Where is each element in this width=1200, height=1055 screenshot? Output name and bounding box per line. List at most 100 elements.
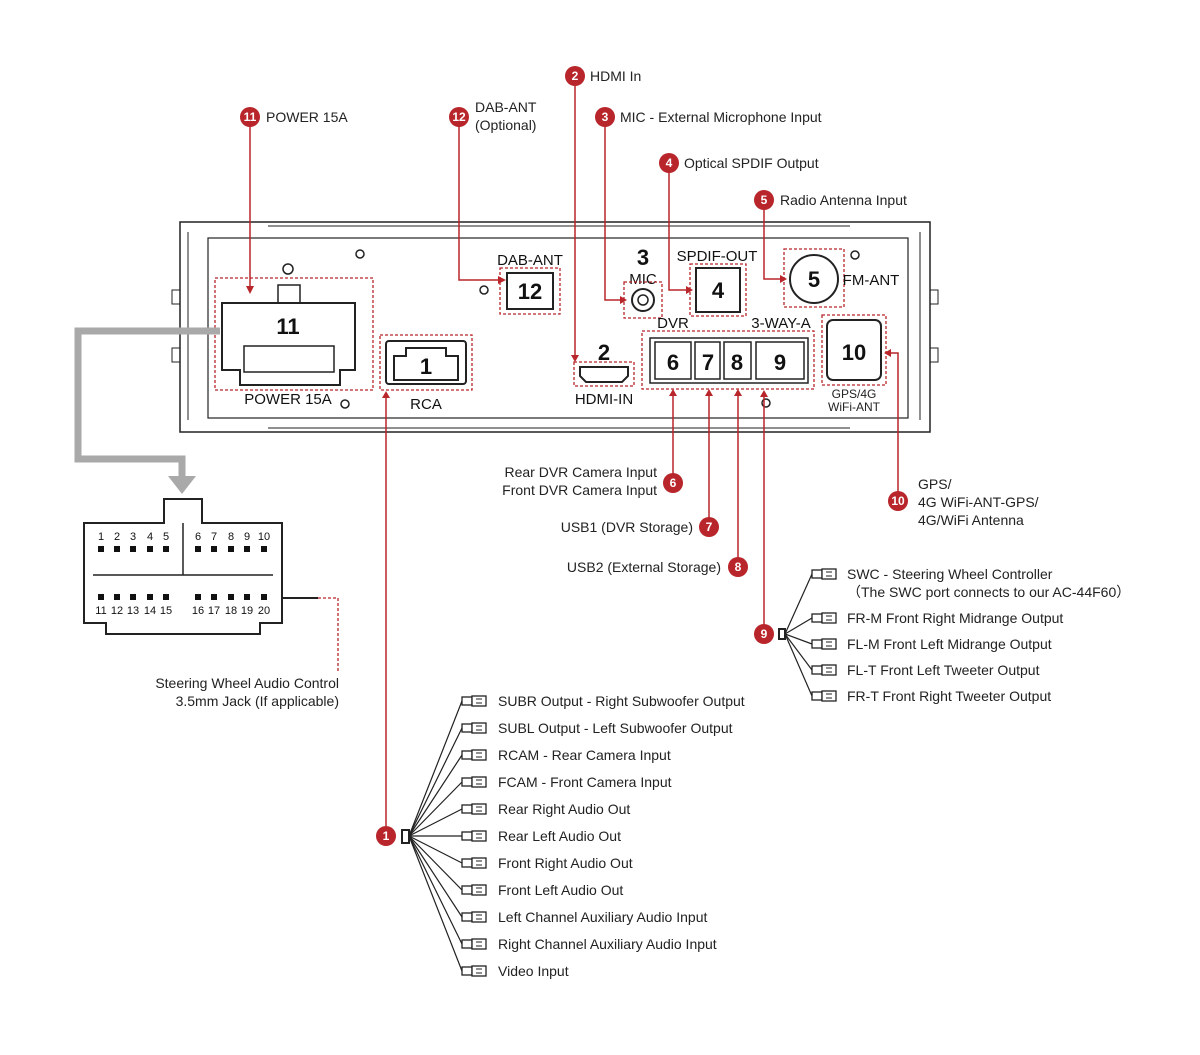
three-way-cable-note: （The SWC port connects to our AC-44F60） — [847, 584, 1130, 600]
callout-8: 8 USB2 (External Storage) — [567, 557, 748, 577]
plug-body — [471, 749, 487, 761]
harness-pin — [114, 546, 120, 552]
jack-label-line2: 3.5mm Jack (If applicable) — [176, 693, 339, 709]
callout-6-line1: Rear DVR Camera Input — [504, 464, 657, 480]
callout-11: 11 POWER 15A — [240, 107, 348, 127]
badge — [240, 107, 260, 127]
port-6-socket — [654, 341, 692, 380]
plug-collar — [461, 804, 473, 814]
rca-fanout: SUBR Output - Right Subwoofer OutputSUBL… — [376, 693, 745, 979]
plug-body — [821, 612, 837, 624]
harness-pin — [147, 594, 153, 600]
rca-connector: 1 RCA — [379, 334, 473, 413]
rca-cable-label: Front Left Audio Out — [498, 882, 623, 898]
gps-antenna-port: 10 GPS/4G WiFi-ANT — [821, 314, 887, 414]
plug-body — [821, 638, 837, 650]
plug-collar — [461, 966, 473, 976]
gps-port-label-2: WiFi-ANT — [828, 400, 881, 414]
harness-pin — [114, 594, 120, 600]
harness-pin-label: 11 — [95, 605, 106, 617]
harness-pin-label: 16 — [192, 605, 204, 617]
spdif-port: SPDIF-OUT 4 — [677, 248, 757, 317]
hdmi-socket — [579, 366, 629, 383]
fm-port-label: FM-ANT — [843, 272, 900, 289]
badge — [699, 517, 719, 537]
plug-body — [471, 803, 487, 815]
callout-2-text: HDMI In — [590, 68, 641, 84]
callout-11-number: 11 — [244, 110, 257, 124]
fm-port-number: 5 — [808, 267, 820, 292]
dab-antenna-port: DAB-ANT 12 — [497, 252, 563, 315]
leader-arrows — [246, 275, 891, 398]
plug-body — [471, 884, 487, 896]
plug-collar — [461, 939, 473, 949]
rca-plug-icon — [461, 884, 487, 896]
power-connector: 11 POWER 15A — [214, 277, 374, 408]
plug-body — [821, 664, 837, 676]
rca-plug-icon — [461, 722, 487, 734]
rca-plug-icon — [811, 664, 837, 676]
callout-8-text: USB2 (External Storage) — [567, 559, 721, 575]
plug-body — [471, 911, 487, 923]
three-way-hub — [778, 628, 786, 640]
rca-plug-icon — [461, 830, 487, 842]
callout-7-text: USB1 (DVR Storage) — [561, 519, 693, 535]
rca-cable-label: Front Right Audio Out — [498, 855, 633, 871]
harness-pin — [211, 546, 217, 552]
plug-body — [471, 938, 487, 950]
callout-12-line1: DAB-ANT — [475, 99, 537, 115]
leader-4 — [668, 172, 688, 291]
rca-wire — [408, 835, 463, 972]
callout-9-number: 9 — [761, 627, 768, 641]
rca-plug-icon — [461, 857, 487, 869]
harness-pin — [130, 546, 136, 552]
callout-10: 10 GPS/ 4G WiFi-ANT-GPS/ 4G/WiFi Antenna — [888, 476, 1039, 528]
rca-cable-label: Rear Left Audio Out — [498, 828, 621, 844]
three-way-label: 3-WAY-A — [751, 315, 810, 332]
badge — [888, 491, 908, 511]
gps-socket — [826, 319, 882, 381]
harness-pin-label: 17 — [208, 605, 220, 617]
port-6-number: 6 — [667, 350, 679, 375]
harness-pin — [98, 594, 104, 600]
plug-collar — [461, 723, 473, 733]
screw-hole — [479, 285, 489, 295]
harness-pin — [261, 546, 267, 552]
harness-pin-label: 1 — [98, 531, 104, 543]
three-way-wire — [784, 573, 813, 635]
callout-10-line3: 4G/WiFi Antenna — [918, 512, 1024, 528]
harness-pin — [195, 546, 201, 552]
rca-wire — [408, 727, 463, 837]
leader-5 — [763, 209, 782, 280]
harness-pin — [163, 546, 169, 552]
rca-wire — [408, 781, 463, 837]
callout-4: 4 Optical SPDIF Output — [659, 153, 819, 173]
dashed-frame — [573, 361, 635, 387]
rca-fan-wires: SUBR Output - Right Subwoofer OutputSUBL… — [408, 693, 745, 979]
spdif-port-number: 4 — [712, 278, 725, 303]
callout-7: 7 USB1 (DVR Storage) — [561, 517, 719, 537]
callout-5-text: Radio Antenna Input — [780, 192, 907, 208]
rca-plug-icon — [461, 911, 487, 923]
callout-12: 12 DAB-ANT (Optional) — [449, 99, 537, 133]
hdmi-port: 2 HDMI-IN — [573, 340, 635, 408]
arrow-10 — [884, 349, 891, 357]
rca-plug-icon — [461, 803, 487, 815]
plug-collar — [461, 696, 473, 706]
plug-collar — [811, 639, 823, 649]
harness-pin — [163, 594, 169, 600]
plug-collar — [811, 665, 823, 675]
callout-3-number: 3 — [602, 110, 609, 124]
dab-port-number: 12 — [518, 279, 542, 304]
callout-12-line2: (Optional) — [475, 117, 536, 133]
rca-cable-label: Rear Right Audio Out — [498, 801, 630, 817]
plug-body — [471, 830, 487, 842]
block-body — [649, 337, 809, 384]
three-way-cable-label: FR-M Front Right Midrange Output — [847, 610, 1063, 626]
plug-body — [821, 568, 837, 580]
rca-connector-key — [393, 347, 459, 381]
three-way-wire — [784, 633, 813, 645]
screw-hole — [282, 263, 294, 275]
